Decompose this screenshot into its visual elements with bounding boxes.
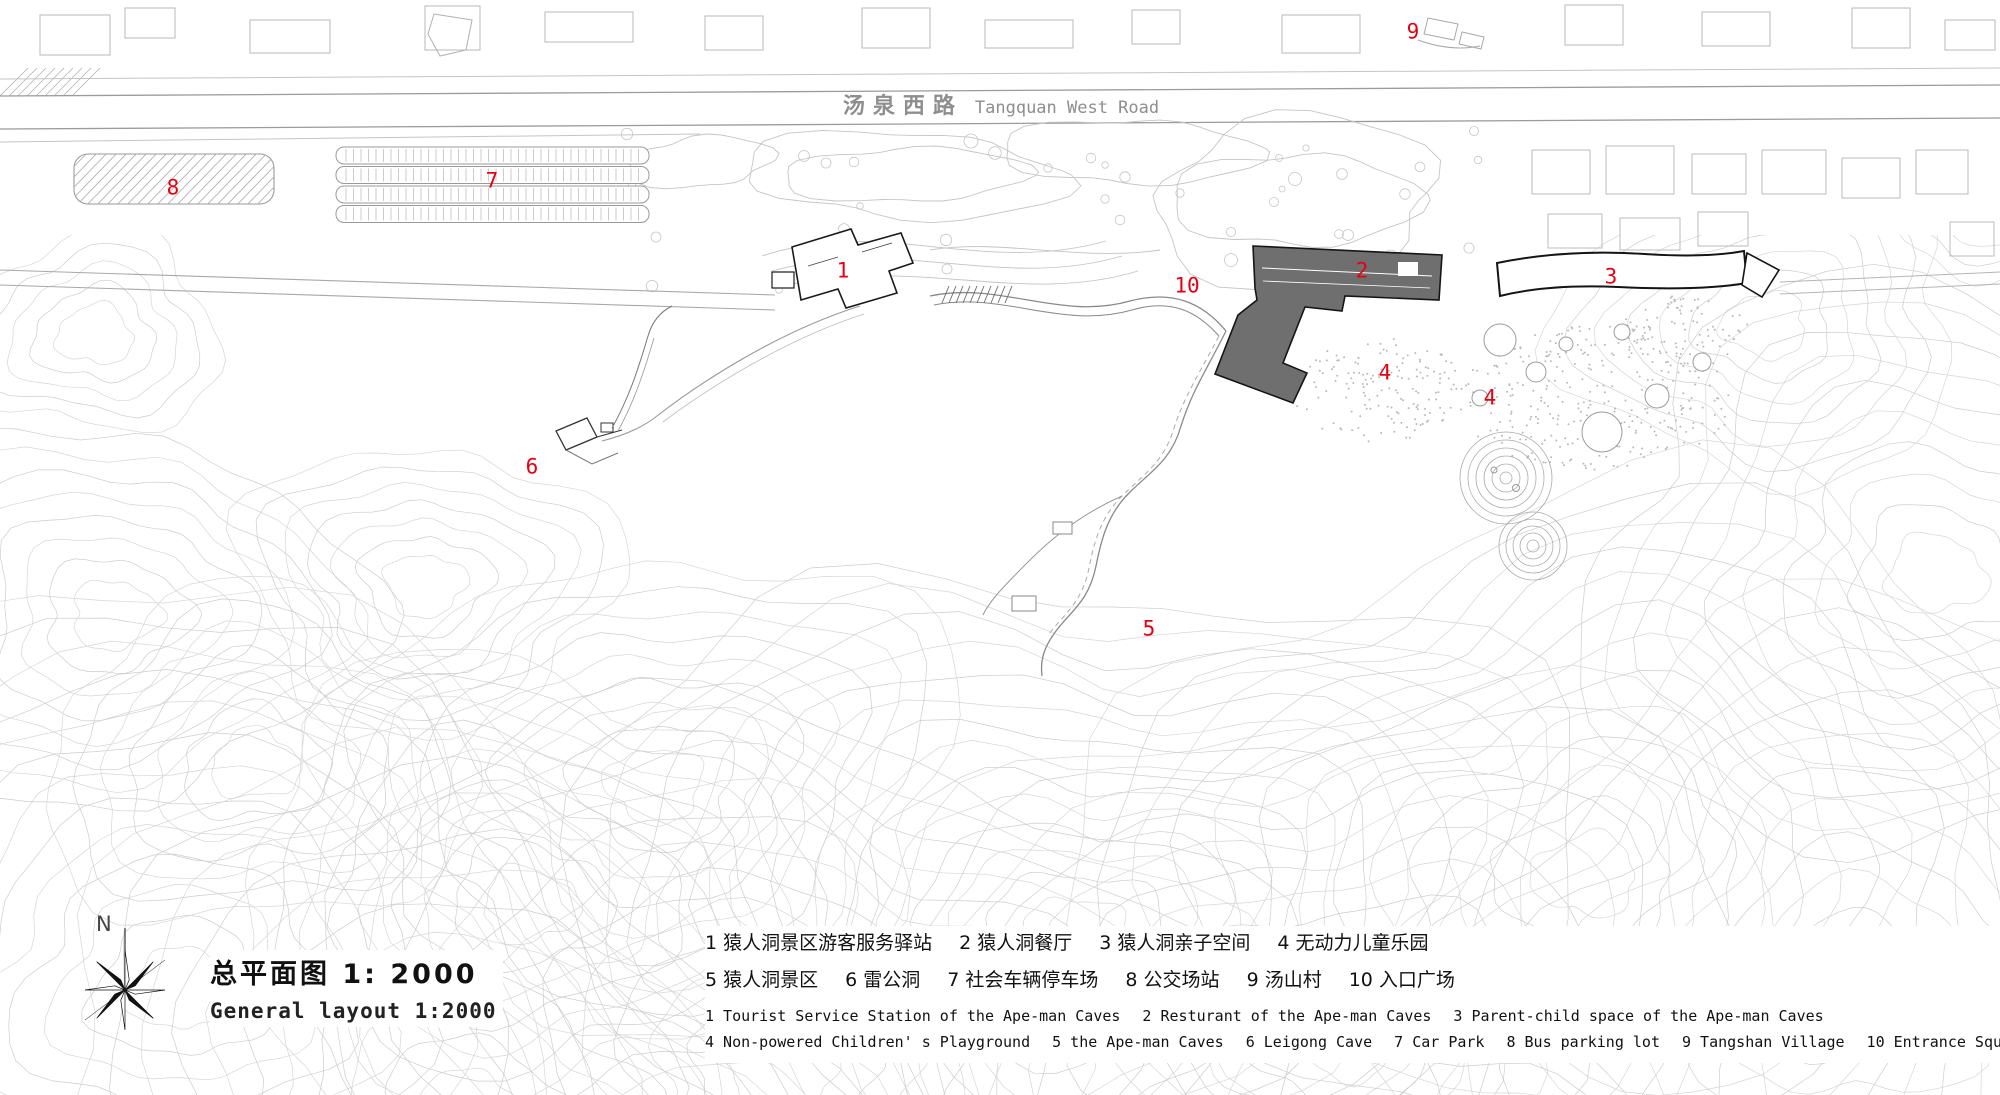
legend-line-cn-2: 5 猿人洞景区 6 雷公洞 7 社会车辆停车场 8 公交场站 9 汤山村 10 入口广场	[705, 965, 2000, 992]
road-name-cn: 汤泉西路	[842, 94, 963, 119]
legend-item: 8 Bus parking lot	[1506, 1033, 1660, 1051]
legend-item: 7 Car Park	[1394, 1033, 1485, 1051]
corner-hatch	[0, 67, 101, 97]
car-park-7	[335, 146, 650, 223]
children-playground-4	[1292, 295, 1749, 471]
building-2-restaurant	[1213, 245, 1443, 405]
legend-item: 5 猿人洞景区	[705, 969, 819, 991]
legend-item: 3 猿人洞亲子空间	[1099, 932, 1251, 954]
plan-title-en: General layout 1:2000	[210, 999, 497, 1023]
plan-marker-2: 2	[1355, 258, 1369, 283]
legend-item: 2 Resturant of the Ape-man Caves	[1142, 1007, 1432, 1025]
tangquan-west-road-lines	[0, 67, 2000, 295]
legend-line-en-1: 1 Tourist Service Station of the Ape-man…	[705, 1007, 2000, 1025]
north-existing-buildings	[39, 4, 1996, 57]
road-name-en: Tangquan West Road	[974, 98, 1160, 118]
legend-item: 2 猿人洞餐厅	[959, 932, 1073, 954]
north-label: N	[96, 912, 112, 936]
legend-item: 8 公交场站	[1125, 969, 1220, 991]
plan-marker-6: 6	[525, 454, 539, 479]
legend-item: 6 雷公洞	[845, 969, 921, 991]
north-compass	[84, 928, 166, 1031]
bus-station-8	[73, 153, 275, 205]
legend-item: 5 the Ape-man Caves	[1052, 1033, 1224, 1051]
building-3-parent-child-space	[1495, 249, 1781, 299]
plan-marker-9: 9	[1406, 19, 1420, 44]
landscape-areas	[593, 109, 1483, 298]
plan-title-cn: 总平面图 1: 2000	[210, 959, 478, 990]
leigong-cave-6	[555, 305, 673, 465]
building-1-tourist-service-station	[771, 228, 915, 309]
legend-line-en-2: 4 Non-powered Children' s Playground 5 th…	[705, 1033, 2000, 1051]
plan-marker-10: 10	[1174, 273, 1200, 298]
legend-item: 10 入口广场	[1348, 969, 1455, 991]
legend-item: 1 Tourist Service Station of the Ape-man…	[705, 1007, 1121, 1025]
legend-item: 10 Entrance Square	[1866, 1033, 2000, 1051]
legend-item: 4 Non-powered Children' s Playground	[705, 1033, 1031, 1051]
legend-item: 9 汤山村	[1246, 969, 1322, 991]
legend-line-cn-1: 1 猿人洞景区游客服务驿站 2 猿人洞餐厅 3 猿人洞亲子空间 4 无动力儿童乐园	[705, 928, 2000, 955]
plan-marker-7: 7	[485, 168, 499, 193]
title-block: 总平面图 1: 2000 General layout 1:2000	[210, 950, 503, 1027]
plan-marker-1: 1	[836, 258, 850, 283]
plan-marker-4a: 4	[1378, 360, 1392, 385]
legend-item: 3 Parent-child space of the Ape-man Cave…	[1453, 1007, 1824, 1025]
legend-item: 1 猿人洞景区游客服务驿站	[705, 932, 933, 954]
paths-and-trails	[0, 269, 1227, 677]
plan-marker-8: 8	[166, 175, 180, 200]
ramp-stairs	[941, 285, 1013, 304]
plan-marker-4b: 4	[1483, 385, 1497, 410]
plan-marker-5: 5	[1142, 616, 1156, 641]
legend: 1 猿人洞景区游客服务驿站 2 猿人洞餐厅 3 猿人洞亲子空间 4 无动力儿童乐园 5…	[705, 926, 2000, 1063]
legend-item: 9 Tangshan Village	[1681, 1033, 1845, 1051]
legend-item: 7 社会车辆停车场	[947, 969, 1099, 991]
legend-item: 4 无动力儿童乐园	[1277, 932, 1429, 954]
cave-mounds	[1459, 431, 1568, 581]
south-existing-buildings	[1531, 145, 1995, 285]
plan-marker-3: 3	[1604, 264, 1618, 289]
road-label: 汤泉西路 Tangquan West Road	[843, 88, 1159, 120]
tangshan-village-9	[1417, 17, 1485, 50]
legend-item: 6 Leigong Cave	[1245, 1033, 1373, 1051]
